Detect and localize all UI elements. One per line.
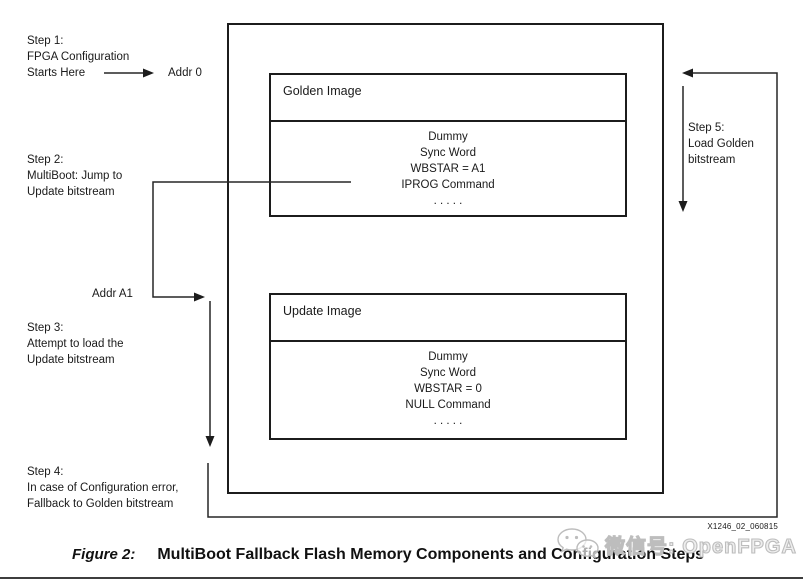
step5-label: Step 5: Load Golden bitstream bbox=[688, 120, 754, 168]
step-label-line: Update bitstream bbox=[27, 186, 115, 198]
golden-content-line: . . . . . bbox=[433, 195, 463, 207]
step1-label: Step 1: FPGA Configuration Starts Here bbox=[27, 33, 129, 81]
step3-arrow bbox=[205, 301, 215, 447]
step-label-line: Load Golden bbox=[688, 138, 754, 150]
step-label-line: Step 3: bbox=[27, 322, 64, 334]
golden-content-line: Dummy bbox=[428, 131, 468, 143]
step-label-line: Step 5: bbox=[688, 122, 725, 134]
step-label-line: Attempt to load the bbox=[27, 338, 124, 350]
step-label-line: Update bitstream bbox=[27, 354, 115, 366]
golden-content-line: IPROG Command bbox=[401, 179, 495, 191]
step-label-line: Step 4: bbox=[27, 466, 64, 478]
step-label-line: bitstream bbox=[688, 154, 736, 166]
update-content-line: NULL Command bbox=[405, 399, 491, 411]
golden-content-line: Sync Word bbox=[419, 147, 477, 159]
update-content-line: WBSTAR = 0 bbox=[414, 383, 482, 395]
update-content-line: Sync Word bbox=[419, 367, 477, 379]
figure-title: MultiBoot Fallback Flash Memory Componen… bbox=[157, 546, 705, 563]
update-content-line: Dummy bbox=[428, 351, 468, 363]
step-label-line: Step 2: bbox=[27, 154, 64, 166]
addr-a1-label: Addr A1 bbox=[92, 288, 133, 300]
update-content-line: . . . . . bbox=[433, 415, 463, 427]
step-label-line: Starts Here bbox=[27, 67, 86, 79]
step3-label: Step 3: Attempt to load the Update bitst… bbox=[27, 320, 124, 368]
bottom-divider bbox=[0, 577, 803, 579]
step-label-line: Fallback to Golden bitstream bbox=[27, 498, 174, 510]
step5-arrow bbox=[678, 86, 688, 212]
figure-caption: Figure 2: MultiBoot Fallback Flash Memor… bbox=[72, 546, 704, 564]
golden-image-content: Dummy Sync Word WBSTAR = A1 IPROG Comman… bbox=[271, 122, 625, 209]
image-ref-label: X1246_02_060815 bbox=[707, 522, 778, 531]
golden-image-box: Golden Image Dummy Sync Word WBSTAR = A1… bbox=[269, 73, 627, 217]
step4-label: Step 4: In case of Configuration error, … bbox=[27, 464, 179, 512]
step-label-line: FPGA Configuration bbox=[27, 51, 130, 63]
golden-content-line: WBSTAR = A1 bbox=[410, 163, 486, 175]
figure-number: Figure 2: bbox=[72, 546, 136, 563]
step-label-line: MultiBoot: Jump to bbox=[27, 170, 123, 182]
golden-image-title: Golden Image bbox=[271, 75, 625, 122]
update-image-box: Update Image Dummy Sync Word WBSTAR = 0 … bbox=[269, 293, 627, 440]
step-label-line: Step 1: bbox=[27, 35, 64, 47]
step-label-line: In case of Configuration error, bbox=[27, 482, 179, 494]
addr0-label: Addr 0 bbox=[168, 67, 202, 79]
update-image-content: Dummy Sync Word WBSTAR = 0 NULL Command … bbox=[271, 342, 625, 429]
update-image-title: Update Image bbox=[271, 295, 625, 342]
step2-label: Step 2: MultiBoot: Jump to Update bitstr… bbox=[27, 152, 122, 200]
